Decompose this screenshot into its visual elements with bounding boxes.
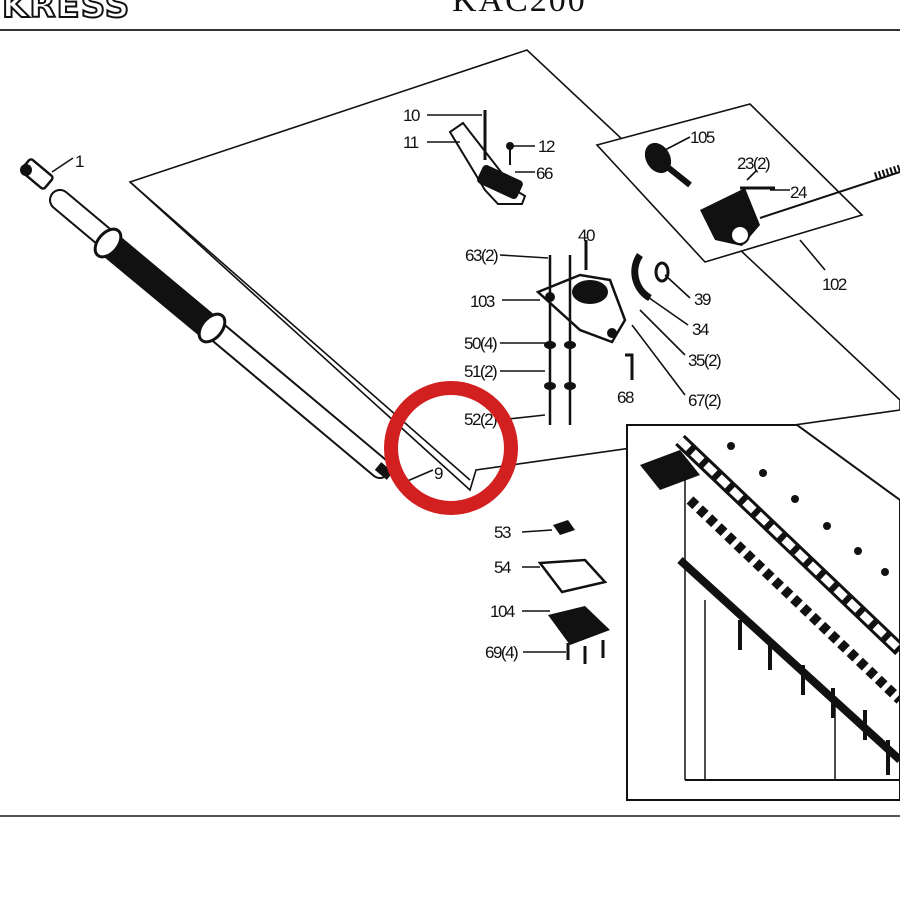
callout-51: 51(2) (464, 362, 497, 381)
part-104-plate (548, 606, 610, 645)
callout-12: 12 (538, 137, 555, 156)
part-34-circlip (631, 253, 652, 302)
callout-52: 52(2) (464, 410, 497, 429)
callout-63: 63(2) (465, 246, 498, 265)
shaft-tube (49, 189, 394, 480)
callout-40: 40 (578, 226, 595, 245)
callout-69: 69(4) (485, 643, 518, 662)
drive-shaft-spline (873, 164, 900, 180)
part-54-gasket (537, 558, 608, 594)
callout-9: 9 (434, 464, 443, 483)
part-1-end-cap (20, 158, 54, 190)
callout-103: 103 (470, 292, 495, 311)
callout-24: 24 (790, 183, 807, 202)
part-39-washer (654, 261, 670, 283)
model-title: KAC200 (452, 0, 587, 19)
callout-66: 66 (536, 164, 553, 183)
part-103-gear-housing (535, 273, 627, 344)
callout-10: 10 (403, 106, 420, 125)
callout-54: 54 (494, 558, 511, 577)
callout-50: 50(4) (464, 334, 497, 353)
assembly-outline (128, 49, 900, 492)
callout-102: 102 (822, 275, 847, 294)
callout-39: 39 (694, 290, 711, 309)
bolt-stack (544, 255, 576, 425)
highlight-circle (384, 381, 518, 515)
assembly-outline-edge (129, 181, 471, 481)
part-105-bearing (644, 142, 692, 188)
drive-shaft (759, 171, 900, 219)
callout-35: 35(2) (688, 351, 721, 370)
callout-105: 105 (690, 128, 715, 147)
callout-104: 104 (490, 602, 515, 621)
leader-lines (51, 114, 826, 653)
brand-logo: KRESS (1, 0, 131, 27)
part-53-bracket (553, 520, 575, 535)
callout-11: 11 (403, 133, 419, 152)
part-68-key (625, 353, 634, 380)
part-69-screws (566, 640, 605, 664)
gear-subbox (595, 103, 864, 263)
callout-53: 53 (494, 523, 511, 542)
part-24-gear-case (700, 186, 775, 246)
callout-1: 1 (75, 152, 84, 171)
callout-34: 34 (692, 320, 709, 339)
callout-67: 67(2) (688, 391, 721, 410)
blade-inset (626, 424, 900, 801)
part-11-handle (448, 110, 527, 205)
callout-68: 68 (617, 388, 634, 407)
callout-23: 23(2) (737, 154, 770, 173)
